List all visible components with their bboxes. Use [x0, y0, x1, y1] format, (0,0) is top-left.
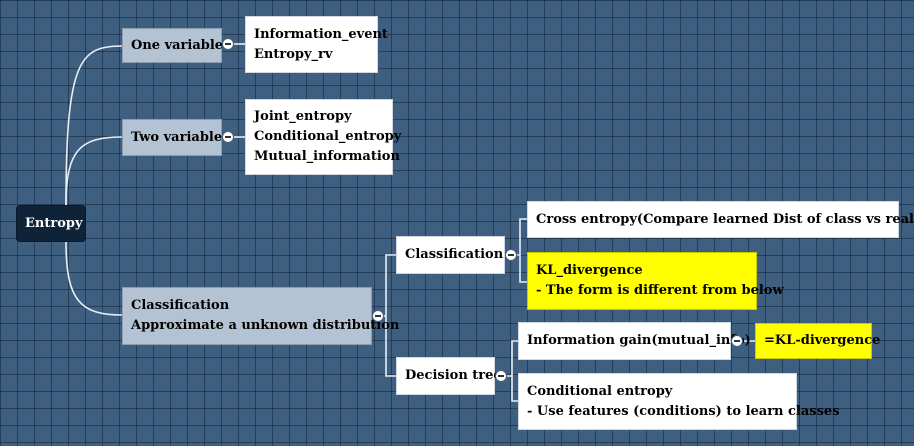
leaf-kl-divergence-title: KL_divergence [536, 263, 643, 278]
sub-classification-label: Classification [405, 247, 504, 262]
branch-two-variable-label: Two variable [131, 129, 223, 145]
sub-decision-tree-label: Decision tree [405, 368, 502, 383]
collapse-information-gain-toggle[interactable] [731, 335, 743, 347]
leaf-cross-entropy[interactable]: Cross entropy(Compare learned Dist of cl… [527, 201, 914, 238]
branch-one-variable-label: One variable [131, 37, 224, 53]
branch-classification-subtitle: Approximate a unknown distribution [131, 318, 400, 333]
leaf-cross-entropy-label: Cross entropy(Compare learned Dist of cl… [536, 211, 914, 227]
branch-classification-title: Classification [131, 298, 230, 313]
collapse-classification-toggle[interactable] [372, 310, 384, 322]
sub-decision-tree[interactable]: Decision tree [396, 357, 502, 395]
leaf-information-gain-label: Information gain(mutual_info) [527, 333, 751, 348]
root-node-entropy[interactable]: Entropy [16, 205, 86, 242]
collapse-decision-tree-toggle[interactable] [495, 370, 507, 382]
leaf-mutual-information: Mutual_information [254, 149, 400, 164]
leaf-kl-equal-label: =KL-divergence [764, 333, 881, 348]
link-root-two-variable [65, 136, 123, 206]
leaf-conditional-entropy: Conditional_entropy [254, 129, 402, 144]
root-label: Entropy [25, 215, 83, 231]
leaf-information-gain[interactable]: Information gain(mutual_info) [518, 322, 751, 360]
link-root-one-variable [65, 45, 123, 206]
branch-one-variable[interactable]: One variable [122, 28, 224, 63]
leaf-entropy-rv: Entropy_rv [254, 46, 333, 62]
link-root-classification [65, 241, 123, 316]
leaf-kl-equal[interactable]: =KL-divergence [755, 323, 881, 359]
leaf-one-variable[interactable]: Information_event Entropy_rv [245, 16, 388, 73]
leaf-kl-divergence[interactable]: KL_divergence - The form is different fr… [527, 252, 784, 310]
leaf-information-event: Information_event [254, 26, 388, 42]
branch-two-variable[interactable]: Two variable [122, 119, 222, 156]
leaf-conditional-entropy-note: - Use features (conditions) to learn cla… [527, 403, 840, 419]
link-decision-to-children [507, 340, 518, 402]
link-classification-to-children [517, 218, 527, 283]
leaf-joint-entropy: Joint_entropy [254, 109, 352, 124]
collapse-two-variable-toggle[interactable] [222, 131, 234, 143]
collapse-sub-classification-toggle[interactable] [505, 249, 517, 261]
leaf-two-variable[interactable]: Joint_entropy Conditional_entropy Mutual… [245, 99, 402, 175]
leaf-conditional-entropy-title: Conditional entropy [527, 383, 673, 399]
leaf-kl-divergence-note: - The form is different from below [536, 283, 784, 298]
branch-classification[interactable]: Classification Approximate a unknown dis… [122, 287, 400, 345]
leaf-conditional-entropy-dt[interactable]: Conditional entropy - Use features (cond… [518, 373, 840, 430]
sub-classification[interactable]: Classification [396, 236, 505, 274]
collapse-one-variable-toggle[interactable] [222, 38, 234, 50]
